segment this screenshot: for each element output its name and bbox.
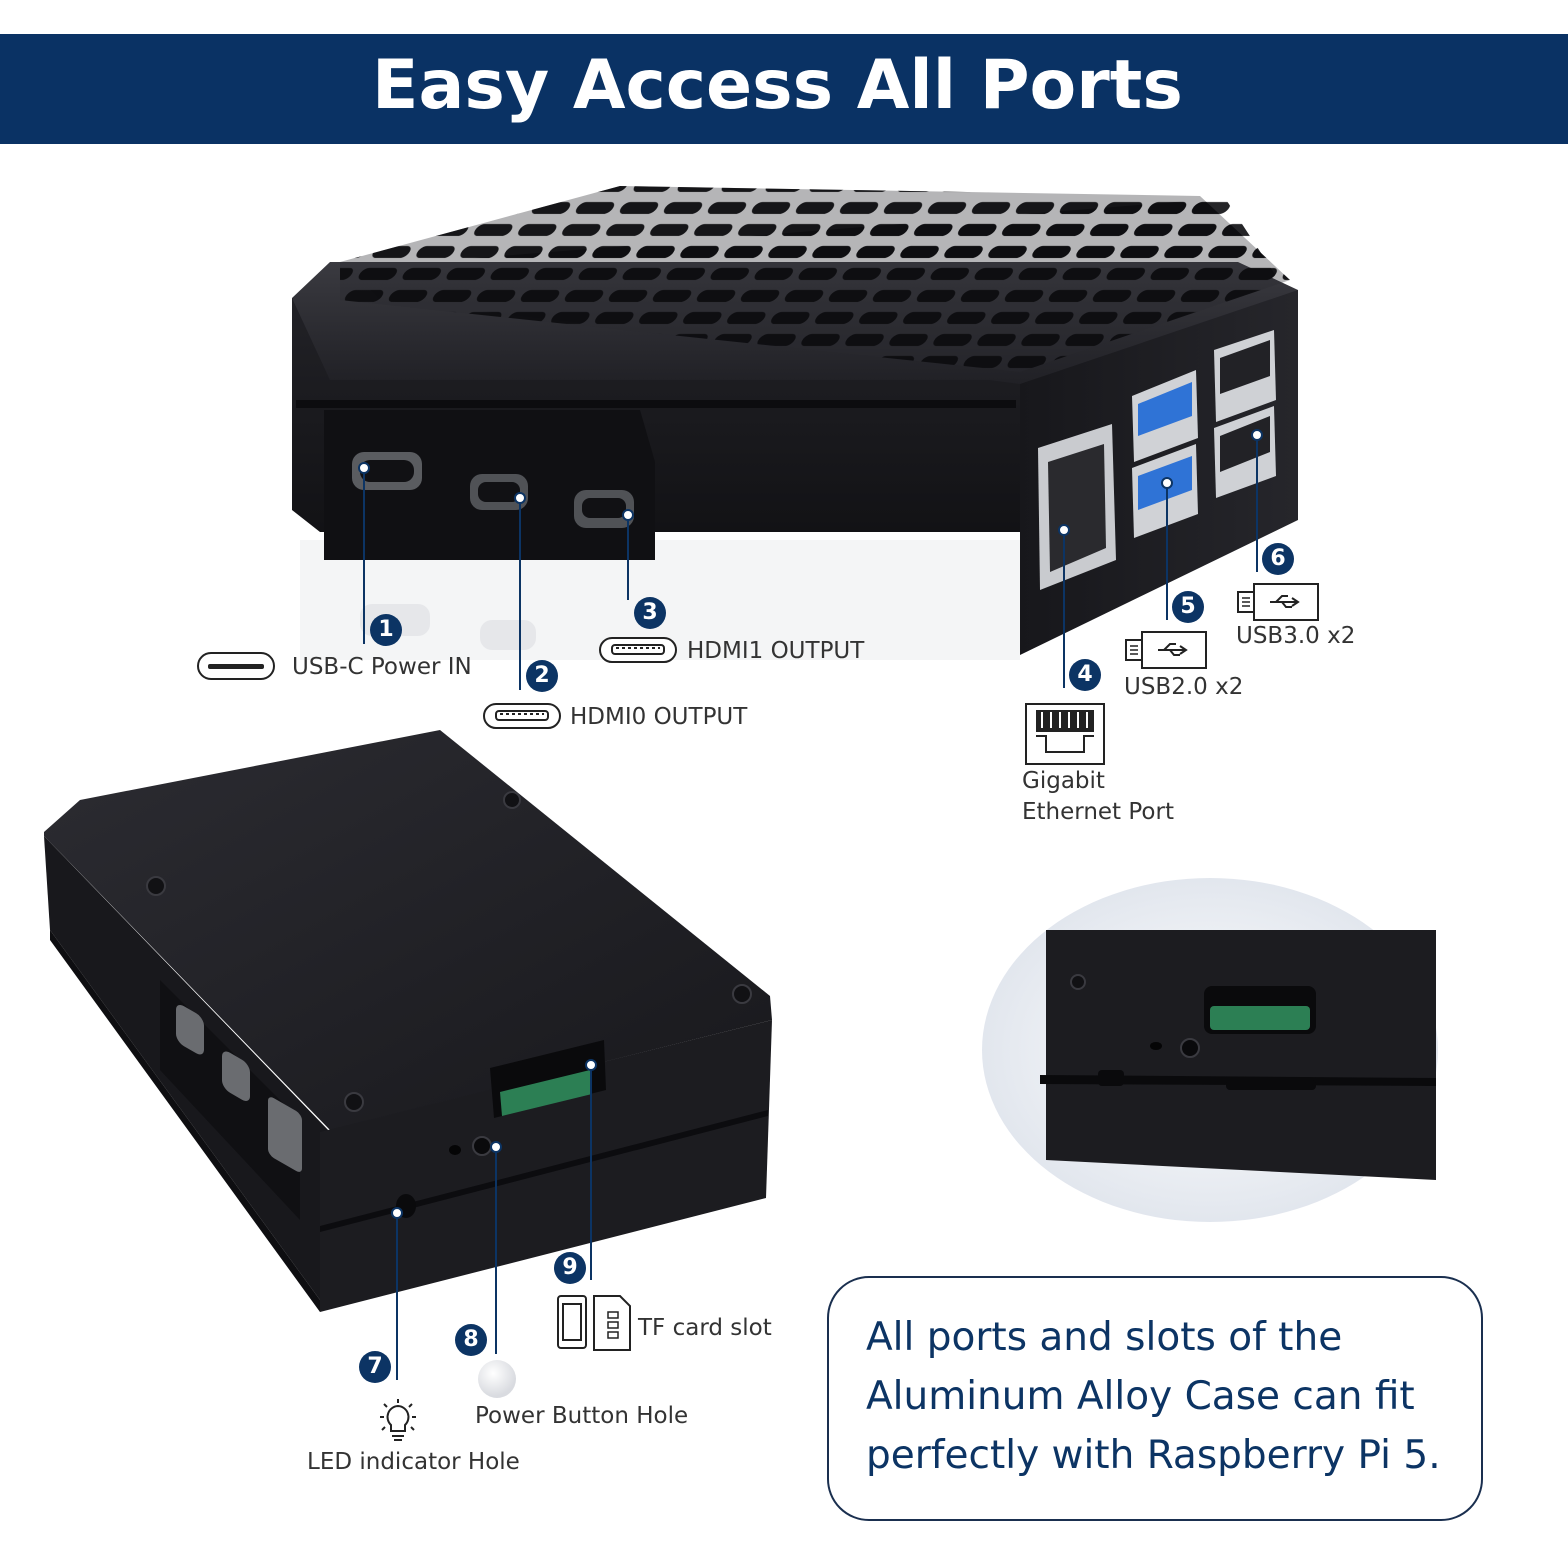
usb3-label: USB3.0 x2	[1236, 623, 1356, 649]
ethernet-label-line2: Ethernet Port	[1022, 799, 1174, 825]
badge-6: 6	[1262, 543, 1294, 575]
sd-card-icon	[557, 1295, 631, 1351]
badge-2: 2	[526, 660, 558, 692]
badge-5: 5	[1172, 591, 1204, 623]
light-bulb-icon	[380, 1399, 416, 1441]
micro-hdmi-icon	[599, 637, 677, 663]
ethernet-label-line1: Gigabit	[1022, 768, 1105, 794]
power-button-icon	[478, 1360, 516, 1398]
page-title: Easy Access All Ports	[372, 46, 1183, 125]
callout-text: All ports and slots of the Aluminum Allo…	[866, 1308, 1476, 1485]
leader-lines	[363, 435, 1258, 1380]
badge-4: 4	[1069, 659, 1101, 691]
usb2-label: USB2.0 x2	[1124, 674, 1244, 700]
micro-hdmi-icon	[483, 703, 561, 729]
power-button-label: Power Button Hole	[475, 1403, 689, 1429]
callout-line-1: All ports and slots of the	[866, 1315, 1343, 1360]
lower-case	[44, 730, 772, 1312]
badge-8: 8	[455, 1324, 487, 1356]
badge-3: 3	[634, 597, 666, 629]
badge-1: 1	[370, 614, 402, 646]
usb-plug-icon	[1125, 631, 1207, 669]
led-label: LED indicator Hole	[307, 1449, 520, 1475]
header-banner	[0, 34, 1568, 144]
ethernet-port-icon	[1025, 703, 1105, 765]
leader-dots	[358, 429, 1263, 1219]
zoom-detail	[982, 878, 1438, 1222]
callout-line-3: perfectly with Raspberry Pi 5.	[866, 1433, 1441, 1478]
upper-case	[292, 186, 1298, 660]
usb-c-port-icon	[197, 652, 275, 680]
callout-box	[827, 1276, 1483, 1521]
usb-plug-icon	[1237, 583, 1319, 621]
tf-card-label: TF card slot	[638, 1315, 772, 1341]
hdmi0-label: HDMI0 OUTPUT	[570, 704, 748, 730]
hdmi1-label: HDMI1 OUTPUT	[687, 638, 865, 664]
badge-7: 7	[359, 1351, 391, 1383]
badge-9: 9	[554, 1252, 586, 1284]
usb-c-label: USB-C Power IN	[292, 654, 472, 680]
callout-line-2: Aluminum Alloy Case can fit	[866, 1374, 1415, 1419]
